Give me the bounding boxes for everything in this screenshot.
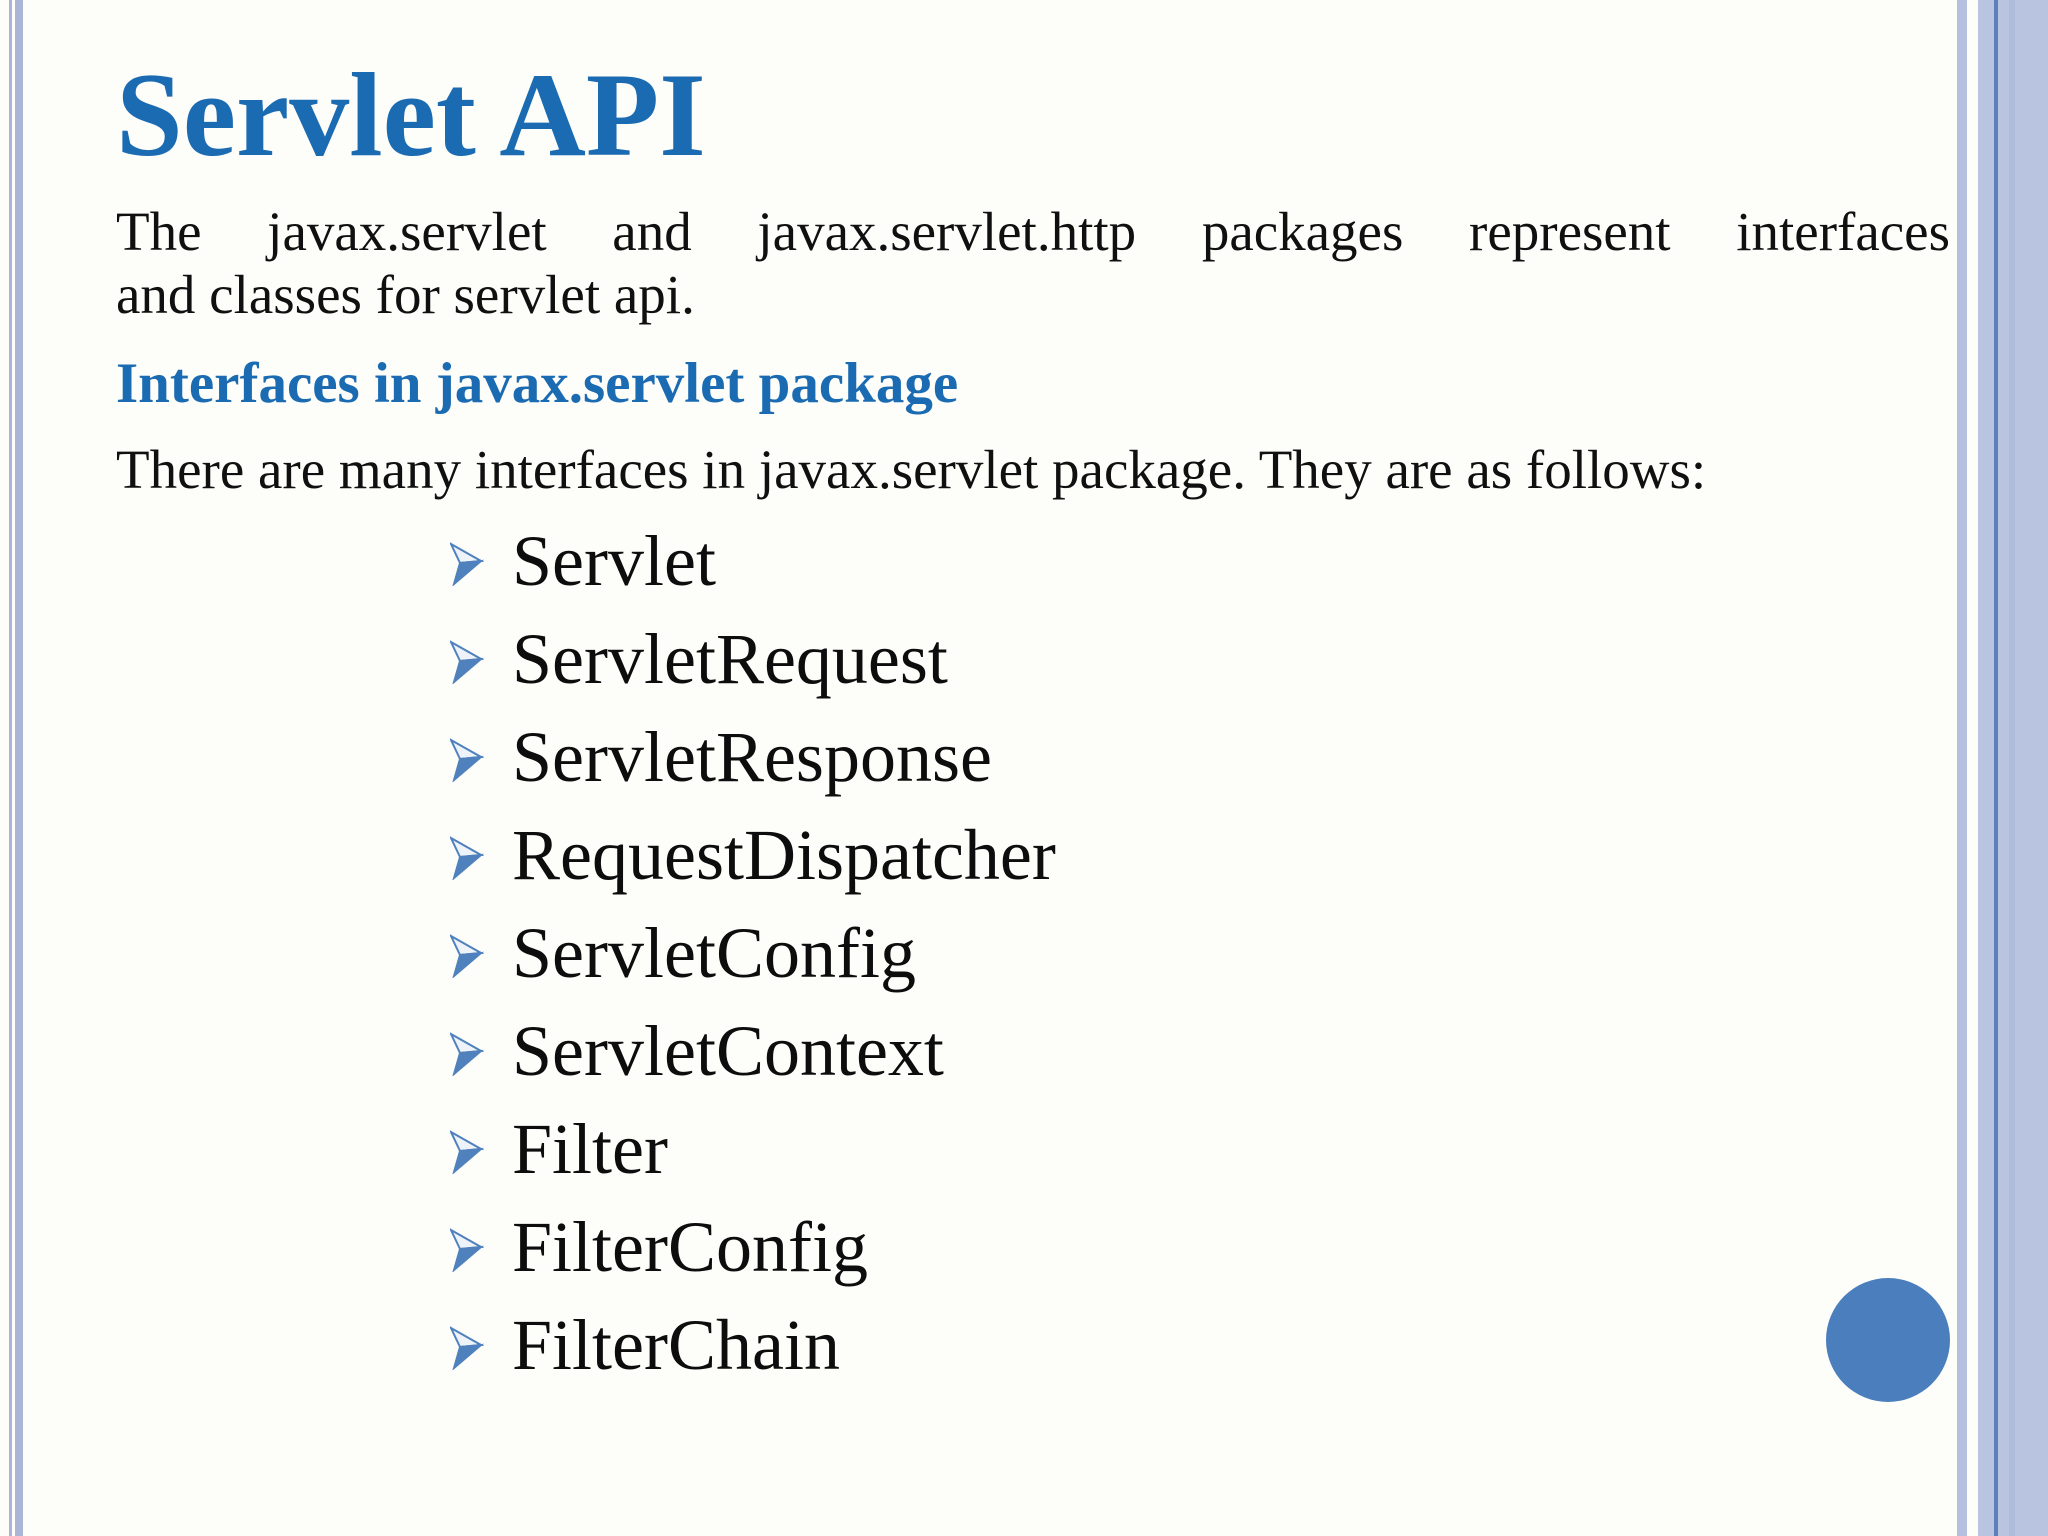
interface-list: Servlet ServletRequest ServletResponse R… (450, 512, 1056, 1394)
list-item: Filter (450, 1100, 1056, 1198)
list-item: ServletContext (450, 1002, 1056, 1100)
lead-in-sentence: There are many interfaces in javax.servl… (116, 439, 1707, 500)
list-item: ServletResponse (450, 708, 1056, 806)
interface-name: Filter (512, 1108, 668, 1189)
right-border-stripe-thin (1957, 0, 1967, 1536)
right-border-dark-line (1994, 0, 1998, 1536)
left-border-stripe-thick (15, 0, 23, 1536)
interface-name: ServletContext (512, 1010, 944, 1091)
arrow-bullet-icon (450, 934, 484, 978)
arrow-bullet-icon (450, 1130, 484, 1174)
arrow-bullet-icon (450, 836, 484, 880)
list-item: Servlet (450, 512, 1056, 610)
intro-paragraph-line-1: The javax.servlet and javax.servlet.http… (116, 201, 1950, 262)
arrow-bullet-icon (450, 1032, 484, 1076)
list-item: FilterConfig (450, 1198, 1056, 1296)
section-subheading: Interfaces in javax.servlet package (116, 352, 959, 415)
interface-name: ServletResponse (512, 716, 992, 797)
interface-name: FilterConfig (512, 1206, 868, 1287)
arrow-bullet-icon (450, 542, 484, 586)
interface-name: ServletConfig (512, 912, 916, 993)
intro-paragraph-line-2: and classes for servlet api. (116, 264, 695, 325)
list-item: ServletConfig (450, 904, 1056, 1002)
interface-name: ServletRequest (512, 618, 948, 699)
list-item: FilterChain (450, 1296, 1056, 1394)
interface-name: FilterChain (512, 1304, 840, 1385)
list-item: ServletRequest (450, 610, 1056, 708)
right-border-mid-stripe (2009, 0, 2015, 1536)
arrow-bullet-icon (450, 1326, 484, 1370)
decorative-circle (1826, 1278, 1950, 1402)
list-item: RequestDispatcher (450, 806, 1056, 904)
arrow-bullet-icon (450, 738, 484, 782)
arrow-bullet-icon (450, 1228, 484, 1272)
interface-name: Servlet (512, 520, 716, 601)
intro-paragraph: The javax.servlet and javax.servlet.http… (116, 200, 1950, 326)
arrow-bullet-icon (450, 640, 484, 684)
slide-title-text: Servlet API (116, 48, 706, 181)
interface-name: RequestDispatcher (512, 814, 1056, 895)
left-border-stripe-thin (9, 0, 12, 1536)
slide-title: Servlet API (116, 43, 706, 187)
right-border-band (1978, 0, 2048, 1536)
